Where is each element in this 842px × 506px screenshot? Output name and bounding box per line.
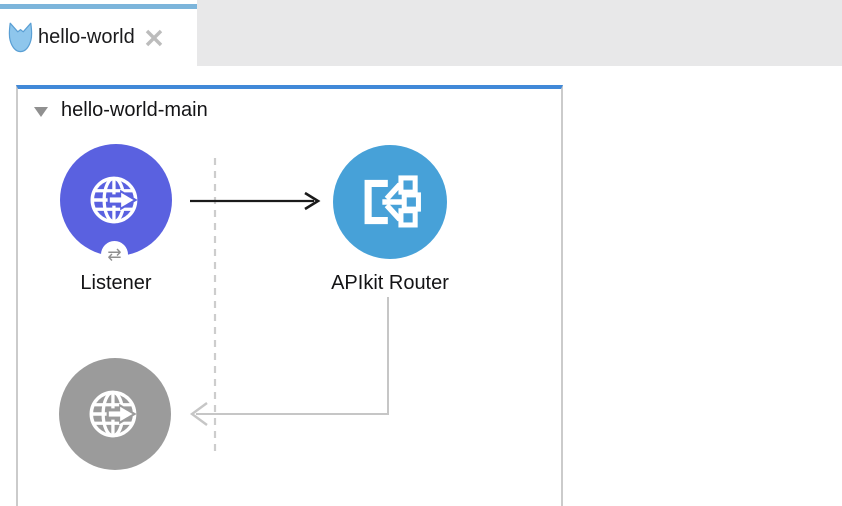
- node-label-listener: Listener: [80, 272, 152, 294]
- flow-header[interactable]: hello-world-main: [18, 89, 561, 122]
- node-label-apikit-router: APIkit Router: [331, 272, 449, 294]
- tab-active-accent-bar: [0, 4, 197, 9]
- globe-arrow-icon: [90, 176, 138, 224]
- globe-arrow-icon: [89, 390, 137, 438]
- node-http-listener-disabled[interactable]: [59, 358, 171, 470]
- exchange-arrows-icon: ⇄: [107, 244, 122, 264]
- listener-exchange-badge: ⇄: [101, 241, 128, 268]
- node-apikit-router[interactable]: [333, 145, 447, 259]
- node-http-listener[interactable]: [60, 144, 172, 256]
- flow-title: hello-world-main: [61, 99, 208, 121]
- collapse-arrow-icon[interactable]: [34, 106, 48, 117]
- mule-logo-icon: [8, 22, 33, 52]
- router-icon: [364, 175, 421, 228]
- tab-hello-world[interactable]: hello-world: [0, 0, 197, 66]
- tab-title: hello-world: [38, 26, 135, 48]
- editor-tab-strip: hello-world: [0, 0, 842, 66]
- tab-close-icon[interactable]: [143, 27, 165, 49]
